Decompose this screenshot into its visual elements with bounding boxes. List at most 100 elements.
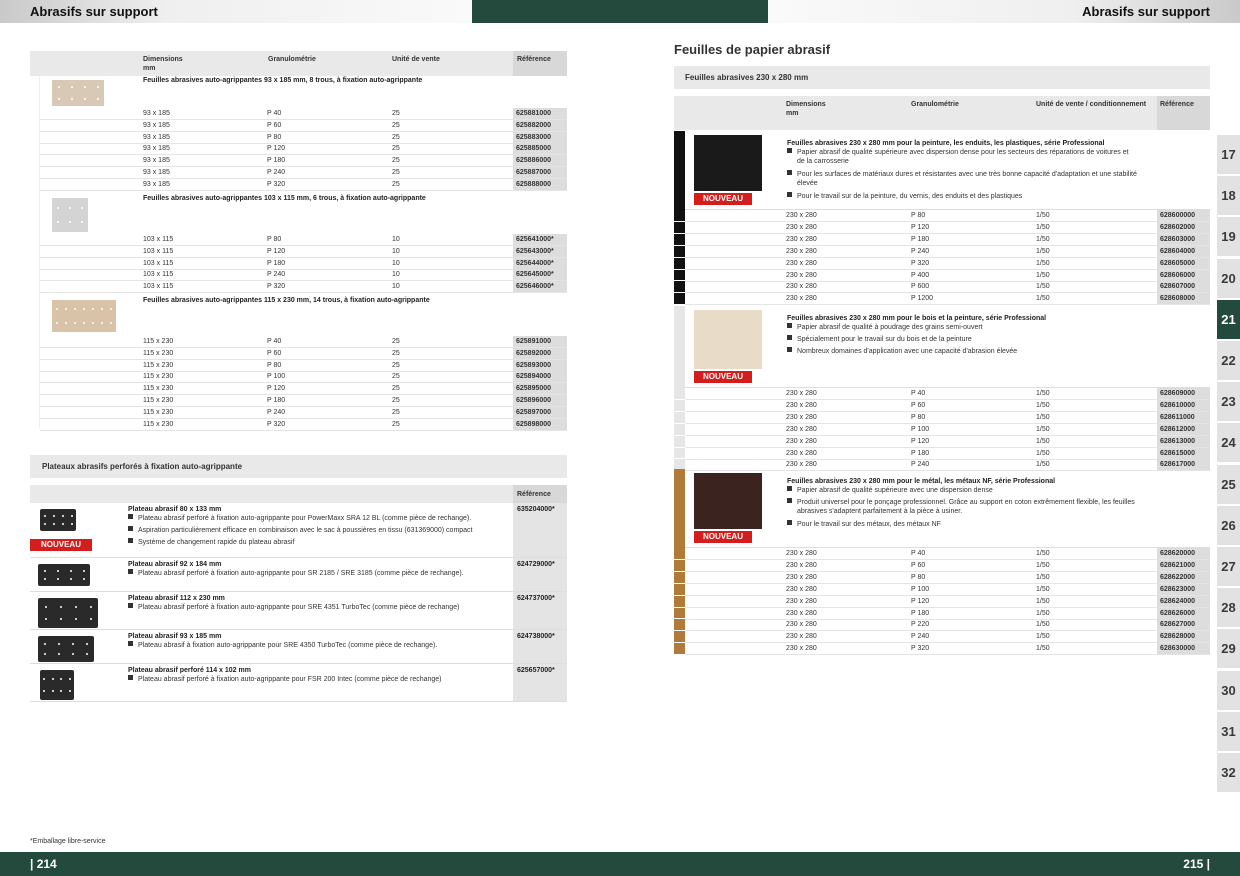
table-cell: 1/50 (1036, 283, 1050, 291)
chapter-tab-30[interactable]: 30 (1217, 670, 1240, 711)
table-cell: P 40 (267, 338, 282, 345)
hole-dot (43, 569, 46, 572)
bullet-text: Plateau abrasif perforé à fixation auto-… (138, 515, 472, 522)
hole-dot (59, 606, 62, 608)
table-cell: 1/50 (1036, 561, 1050, 569)
chapter-tab-27[interactable]: 27 (1217, 547, 1240, 587)
bar-divider (674, 582, 685, 584)
bullet-text: Papier abrasif de qualité supérieure ave… (797, 149, 1129, 165)
chapter-tab-29[interactable]: 29 (1217, 629, 1240, 670)
chapter-tab-22[interactable]: 22 (1217, 341, 1240, 381)
hole-dot (89, 618, 92, 620)
bullet-text: Pour les surfaces de matériaux dures et … (797, 171, 1137, 187)
plate-reference: 624737000* (517, 595, 555, 602)
hole-dot (60, 678, 63, 680)
right-page-number: 215 | (1183, 857, 1210, 871)
plates-col-ref: Référence (517, 491, 551, 498)
table-cell: 10 (392, 283, 400, 291)
group-title: Feuilles abrasives 230 x 280 mm pour la … (787, 140, 1105, 147)
table-cell: 1/50 (1036, 633, 1050, 641)
table-cell: 230 x 280 (786, 437, 817, 445)
bullet-square (128, 569, 133, 574)
table-cell: P 1200 (911, 295, 934, 303)
table-cell: 25 (392, 145, 400, 153)
table-cell: 1/50 (1036, 621, 1050, 629)
new-badge: NOUVEAU (694, 531, 752, 543)
plate-bullet: Plateau abrasif perforé à fixation auto-… (128, 514, 513, 523)
group-title: Feuilles abrasives 230 x 280 mm pour le … (787, 315, 1047, 322)
hole-dot (81, 221, 83, 224)
plate-row (30, 503, 567, 558)
left-group-title: Feuilles abrasives auto-agrippantes 115 … (143, 297, 430, 304)
new-badge: NOUVEAU (694, 193, 752, 205)
group-info (685, 306, 1210, 388)
abrasive-sheet-image (52, 300, 116, 332)
plate-ref-bg (513, 592, 567, 629)
table-cell: 10 (392, 236, 400, 243)
table-cell: 230 x 280 (786, 413, 817, 421)
table-cell: 93 x 185 (143, 133, 170, 141)
reference-cell: 628623000 (1157, 583, 1210, 595)
plate-bullet: Système de changement rapide du plateau … (128, 538, 513, 547)
table-cell: P 180 (911, 235, 930, 243)
reference-cell: 628600000 (1157, 210, 1210, 221)
plate-bullet: Plateau abrasif perforé à fixation auto-… (128, 675, 513, 684)
chapter-tab-17[interactable]: 17 (1217, 135, 1240, 175)
sanding-plate-image (38, 564, 90, 586)
bullet-square (787, 347, 792, 352)
plate-ref-bg (513, 664, 567, 701)
group-bullet: Papier abrasif de qualité supérieure ave… (787, 486, 1137, 495)
table-cell: P 240 (267, 169, 286, 176)
table-cell: 1/50 (1036, 259, 1050, 267)
reference-cell: 625893000 (513, 359, 567, 371)
chapter-tab-26[interactable]: 26 (1217, 505, 1240, 546)
reference-cell: 625897000 (513, 406, 567, 418)
bullet-text: Spécialement pour le travail sur du bois… (797, 336, 972, 343)
hole-dot (60, 690, 63, 692)
table-cell: P 120 (911, 223, 930, 231)
table-cell: 115 x 230 (143, 408, 174, 416)
chapter-tab-32[interactable]: 32 (1217, 753, 1240, 793)
chapter-tab-20[interactable]: 20 (1217, 258, 1240, 299)
plate-reference: 625657000* (517, 667, 555, 674)
chapter-tab-31[interactable]: 31 (1217, 711, 1240, 752)
reference-cell: 628603000 (1157, 233, 1210, 245)
bar-divider (674, 618, 685, 620)
hole-dot (69, 569, 72, 572)
bar-divider (674, 410, 685, 412)
table-cell: 230 x 280 (786, 247, 817, 255)
plate-bullet: Plateau abrasif à fixation auto-agrippan… (128, 641, 513, 650)
table-cell: P 60 (267, 349, 282, 357)
group-color-bar (674, 306, 685, 472)
table-cell: 230 x 280 (786, 633, 817, 641)
hole-dot (43, 523, 46, 526)
chapter-tab-24[interactable]: 24 (1217, 423, 1240, 464)
reference-cell: 628624000 (1157, 595, 1210, 607)
chapter-tab-25[interactable]: 25 (1217, 464, 1240, 505)
abrasive-sheet-image (52, 198, 88, 232)
table-cell: P 120 (267, 247, 286, 255)
table-cell: 230 x 280 (786, 271, 817, 279)
bar-divider (674, 642, 685, 644)
table-cell: P 100 (267, 373, 286, 381)
bullet-text: Nombreux domaines d'application avec une… (797, 348, 1018, 355)
chapter-tab-19[interactable]: 19 (1217, 217, 1240, 258)
table-cell: P 600 (911, 283, 930, 291)
chapter-tab-23[interactable]: 23 (1217, 382, 1240, 423)
reference-cell: 625888000 (513, 178, 567, 190)
hole-dot (110, 322, 113, 325)
chapter-tab-21[interactable]: 21 (1217, 299, 1240, 340)
sanding-plate-image (38, 636, 94, 662)
chapter-tab-18[interactable]: 18 (1217, 176, 1240, 217)
plate-title: Plateau abrasif perforé 114 x 102 mm (128, 667, 251, 674)
chapter-tab-28[interactable]: 28 (1217, 588, 1240, 629)
table-cell: 25 (392, 121, 400, 129)
table-cell: P 120 (267, 145, 286, 153)
